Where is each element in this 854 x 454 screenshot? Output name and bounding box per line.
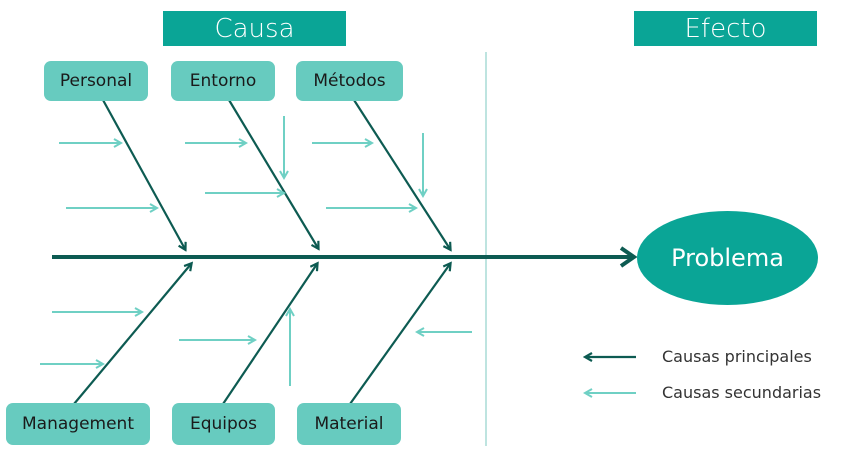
bone-management bbox=[73, 264, 191, 405]
category-box-material: Material bbox=[297, 403, 401, 445]
category-box-metodos: Métodos bbox=[296, 61, 403, 101]
category-box-personal: Personal bbox=[44, 61, 148, 101]
bone-personal bbox=[102, 99, 185, 249]
effect-header: Efecto bbox=[634, 11, 817, 46]
category-box-equipos: Equipos bbox=[172, 403, 275, 445]
legend-secondary-label: Causas secundarias bbox=[662, 383, 822, 402]
cause-header: Causa bbox=[163, 11, 346, 46]
bone-equipos bbox=[222, 264, 317, 405]
bone-metodos bbox=[353, 99, 450, 249]
category-box-entorno: Entorno bbox=[171, 61, 275, 101]
effect-ellipse: Problema bbox=[637, 211, 818, 305]
category-box-management: Management bbox=[6, 403, 150, 445]
bone-entorno bbox=[228, 99, 318, 248]
legend-main-label: Causas principales bbox=[662, 347, 812, 366]
bone-material bbox=[349, 264, 450, 405]
